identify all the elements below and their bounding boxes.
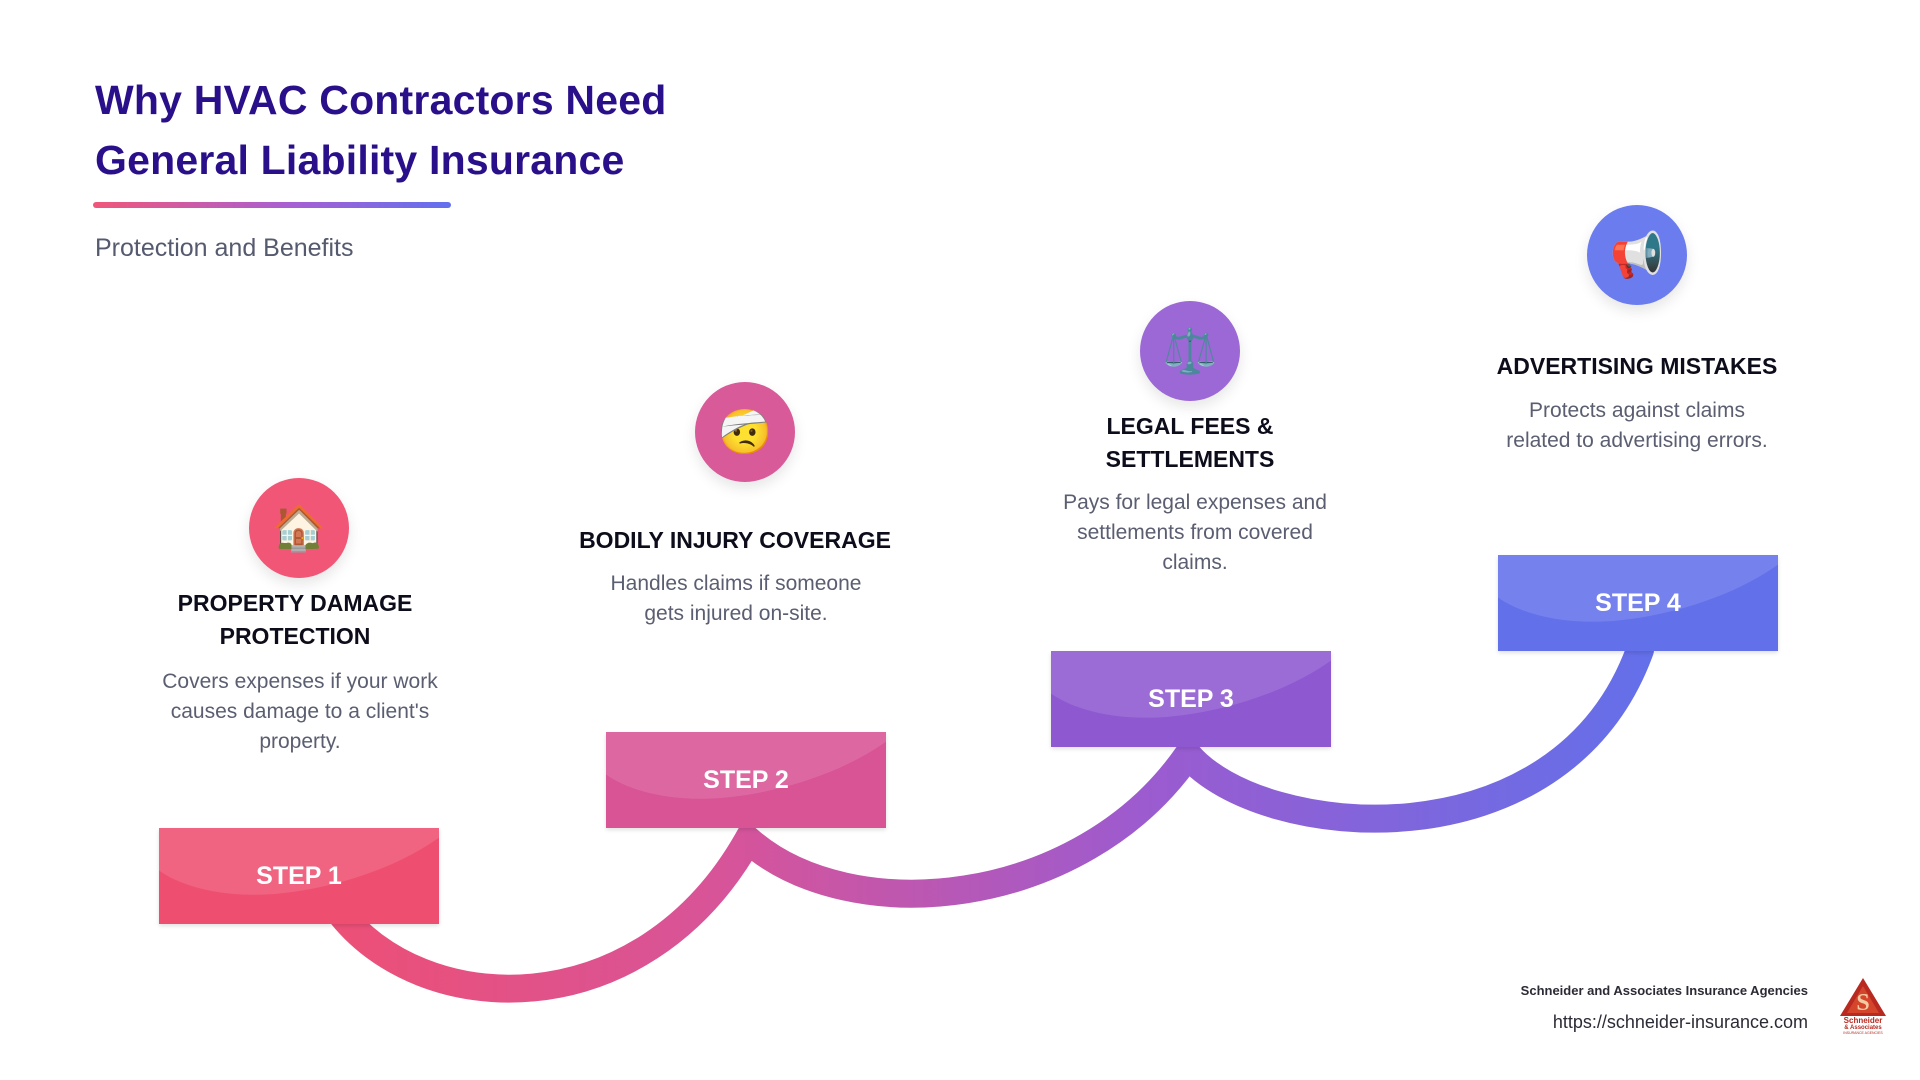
company-logo-icon: S Schneider & Associates INSURANCE AGENC… — [1840, 978, 1886, 1035]
footer-url-link[interactable]: https://schneider-insurance.com — [1552, 1012, 1808, 1032]
step-2-description: Handles claims if someone gets injured o… — [586, 569, 886, 629]
page-title-line-1: Why HVAC Contractors Need — [95, 77, 667, 123]
step-1-desc-line-3: property. — [259, 730, 341, 753]
step-2-title: BODILY INJURY COVERAGE — [575, 524, 895, 557]
step-4-desc-line-2: related to advertising errors. — [1506, 429, 1768, 452]
step-3-title-line-2: SETTLEMENTS — [1105, 446, 1275, 472]
house-icon: 🏠 — [249, 478, 349, 578]
step-3-title: LEGAL FEES & SETTLEMENTS — [1030, 410, 1350, 476]
step-1-desc-line-1: Covers expenses if your work — [162, 670, 438, 693]
balance-scale-icon: ⚖️ — [1140, 301, 1240, 401]
step-3-description: Pays for legal expenses and settlements … — [1045, 488, 1345, 578]
logo-line-1: Schneider — [1844, 1016, 1883, 1025]
step-3-label: STEP 3 — [1148, 684, 1234, 713]
step-2-label: STEP 2 — [703, 765, 789, 794]
footer-company-name: Schneider and Associates Insurance Agenc… — [1520, 983, 1808, 998]
step-3-desc-line-2: settlements from covered — [1077, 521, 1313, 544]
title-underline — [93, 202, 451, 208]
step-2-box: STEP 2 — [606, 732, 886, 828]
title-block: Why HVAC Contractors Need General Liabil… — [95, 70, 666, 190]
megaphone-icon: 📢 — [1587, 205, 1687, 305]
house-icon-glyph: 🏠 — [271, 504, 327, 553]
step-3-box: STEP 3 — [1051, 651, 1331, 747]
step-1-title: PROPERTY DAMAGE PROTECTION — [135, 587, 455, 653]
step-1-description: Covers expenses if your work causes dama… — [150, 667, 450, 757]
step-1-title-line-1: PROPERTY DAMAGE — [177, 590, 413, 616]
connector-path — [324, 636, 1654, 1003]
step-2-desc-line-2: gets injured on-site. — [644, 602, 828, 625]
step-1-title-line-2: PROTECTION — [219, 623, 371, 649]
step-4-box: STEP 4 — [1498, 555, 1778, 651]
page-subtitle: Protection and Benefits — [95, 234, 354, 262]
step-4-title: ADVERTISING MISTAKES — [1477, 350, 1797, 383]
step-3-desc-line-3: claims. — [1162, 551, 1228, 574]
step-1-box: STEP 1 — [159, 828, 439, 924]
step-1-label: STEP 1 — [256, 861, 342, 890]
injured-face-icon: 🤕 — [695, 382, 795, 482]
page-title-line-2: General Liability Insurance — [95, 137, 625, 183]
megaphone-icon-glyph: 📢 — [1609, 231, 1665, 280]
balance-scale-icon-glyph: ⚖️ — [1162, 327, 1218, 376]
logo-line-2: & Associates — [1844, 1025, 1882, 1031]
step-3-desc-line-1: Pays for legal expenses and — [1063, 491, 1327, 514]
step-2-desc-line-1: Handles claims if someone — [610, 572, 862, 595]
step-1-desc-line-2: causes damage to a client's — [170, 700, 430, 723]
step-4-description: Protects against claims related to adver… — [1487, 396, 1787, 456]
svg-text:S: S — [1856, 990, 1869, 1016]
step-3-title-line-1: LEGAL FEES & — [1106, 413, 1274, 439]
step-2-title-line-1: BODILY INJURY COVERAGE — [579, 527, 891, 553]
injured-face-icon-glyph: 🤕 — [717, 408, 773, 457]
logo-line-3: INSURANCE AGENCIES — [1843, 1031, 1883, 1035]
step-4-label: STEP 4 — [1595, 588, 1681, 617]
step-4-title-line-1: ADVERTISING MISTAKES — [1496, 353, 1778, 379]
step-4-desc-line-1: Protects against claims — [1529, 399, 1745, 422]
